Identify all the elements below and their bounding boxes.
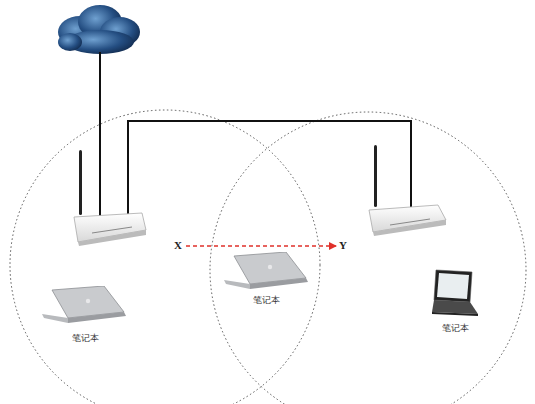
laptop-icon <box>38 286 132 332</box>
lan-wire <box>128 121 411 220</box>
laptop-icon <box>420 266 490 322</box>
coverage-circle <box>10 110 320 404</box>
position-label: X <box>174 239 182 251</box>
laptop-label: 笔记本 <box>420 322 490 335</box>
laptop-node: 笔记本 <box>420 266 490 334</box>
uplink-wire <box>99 52 101 220</box>
internet-cloud <box>58 5 140 54</box>
laptop-label: 笔记本 <box>220 294 312 307</box>
coverage-circle <box>210 112 526 404</box>
laptop-node: 笔记本 <box>38 286 132 344</box>
roaming-arrow <box>186 245 336 246</box>
laptop-node: 笔记本 <box>220 252 312 306</box>
laptop-label: 笔记本 <box>38 332 132 345</box>
laptop-icon <box>220 252 312 294</box>
wireless-router <box>369 145 446 236</box>
position-label: Y <box>339 239 347 251</box>
wireless-router <box>74 150 146 246</box>
